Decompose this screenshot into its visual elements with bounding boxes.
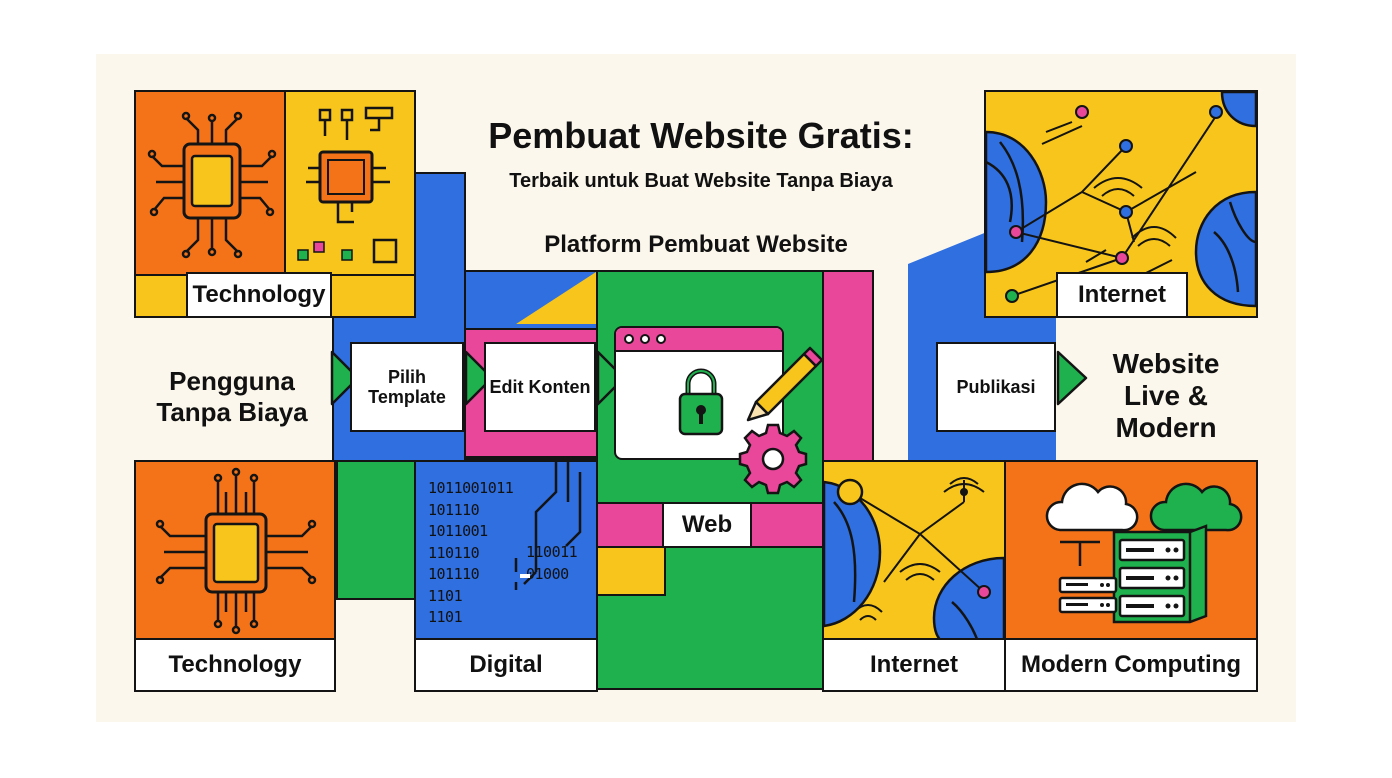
label-technology-bottom: Technology [134,638,336,692]
server-rack-icon [1058,524,1208,624]
world-network-icon [984,90,1258,308]
page-title: Pembuat Website Gratis: [488,115,914,156]
flow-start-text: Pengguna Tanpa Biaya [156,366,308,427]
pencil-icon [746,346,824,422]
binary-row: 1101 [428,608,463,626]
page-subtitle: Terbaik untuk Buat Website Tanpa Biaya [509,170,893,192]
binary-row: 101110 [428,565,480,583]
binary-row: 110110 [428,543,480,562]
cloud-icon [1149,482,1243,532]
arrow-right-icon [464,350,494,406]
world-network-icon [822,477,1006,644]
step-edit-konten: Edit Konten [484,342,596,432]
step-publikasi: Publikasi [936,342,1056,432]
label-web: Web [662,502,752,548]
lock-icon [678,368,724,436]
binary-row: 1101 [428,586,463,605]
arrow-right-icon [1056,350,1088,406]
label-modern-computing: Modern Computing [1004,638,1258,692]
platform-label: Platform Pembuat Website [544,231,848,258]
label-digital: Digital [414,638,598,692]
diagram-canvas: Technology [96,54,1296,722]
label-internet-top: Internet [1056,272,1188,318]
binary-row: 110011 [526,543,578,561]
label-technology-top: Technology [186,272,332,318]
gear-icon [738,423,808,495]
circuit-traces-icon [514,462,582,590]
microchip-icon [155,467,317,635]
label-internet-bottom: Internet [822,638,1006,692]
cloud-icon [1045,482,1139,532]
green-block-bottom-left [336,460,416,600]
microchip-icon [147,111,277,259]
circuit-board-icon [297,106,398,264]
binary-row: 1011001 [428,522,488,540]
arrow-right-icon [596,350,626,406]
flow-end-text: Website Live & Modern [1112,348,1220,443]
arrow-right-icon [330,350,360,406]
binary-row: 101110 [428,500,480,519]
tile-internet-top [984,90,1258,318]
step-pilih-template: Pilih Template [350,342,464,432]
binary-code-text: 1011001011 101110 1011001 110110 101110 1101 1… [428,478,514,629]
yellow-square-bottom [596,546,666,596]
binary-row: 1011001011 [428,479,514,497]
pink-strip-right [822,270,874,464]
